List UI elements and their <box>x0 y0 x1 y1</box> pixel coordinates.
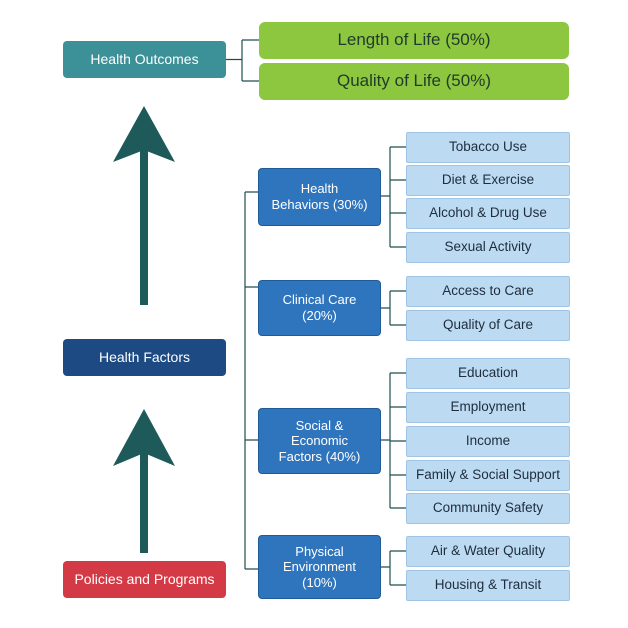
leaf-box: Family & Social Support <box>406 460 570 491</box>
category-label: Physical Environment (10%) <box>283 543 356 590</box>
category-label: Social & Economic Factors (40%) <box>278 417 361 464</box>
leaf-label: Family & Social Support <box>415 467 561 483</box>
clinical-care-box: Clinical Care (20%) <box>258 280 381 336</box>
leaf-box: Quality of Care <box>406 310 570 341</box>
social-connector <box>381 372 406 509</box>
environment-connector <box>381 550 406 586</box>
leaf-box: Alcohol & Drug Use <box>406 198 570 229</box>
up-arrow-icon <box>113 409 175 553</box>
leaf-label: Diet & Exercise <box>441 172 535 188</box>
policies-programs-label: Policies and Programs <box>74 571 215 588</box>
behaviors-connector <box>381 146 406 248</box>
health-outcomes-box: Health Outcomes <box>63 41 226 78</box>
health-factors-label: Health Factors <box>98 349 191 366</box>
physical-environment-box: Physical Environment (10%) <box>258 535 381 599</box>
leaf-label: Access to Care <box>442 283 534 299</box>
leaf-box: Housing & Transit <box>406 570 570 601</box>
outcomes-connector <box>226 39 259 82</box>
leaf-label: Tobacco Use <box>448 139 528 155</box>
leaf-box: Access to Care <box>406 276 570 307</box>
health-outcomes-label: Health Outcomes <box>90 51 199 68</box>
health-behaviors-box: Health Behaviors (30%) <box>258 168 381 226</box>
leaf-box: Income <box>406 426 570 457</box>
leaf-box: Education <box>406 358 570 389</box>
leaf-box: Air & Water Quality <box>406 536 570 567</box>
policies-programs-box: Policies and Programs <box>63 561 226 598</box>
leaf-box: Employment <box>406 392 570 423</box>
leaf-box: Diet & Exercise <box>406 165 570 196</box>
leaf-box: Sexual Activity <box>406 232 570 263</box>
leaf-label: Income <box>465 433 511 449</box>
leaf-label: Housing & Transit <box>434 577 542 593</box>
leaf-box: Tobacco Use <box>406 132 570 163</box>
factors-spine <box>244 191 258 570</box>
social-economic-box: Social & Economic Factors (40%) <box>258 408 381 474</box>
leaf-label: Air & Water Quality <box>430 543 546 559</box>
leaf-label: Quality of Care <box>442 317 534 333</box>
leaf-label: Community Safety <box>432 500 544 516</box>
category-label: Clinical Care (20%) <box>282 292 357 323</box>
category-label: Health Behaviors (30%) <box>271 181 368 212</box>
quality-of-life-box: Quality of Life (50%) <box>259 63 569 100</box>
outcome-label: Length of Life (50%) <box>337 30 491 50</box>
up-arrow-icon <box>113 106 175 305</box>
clinical-connector <box>381 290 406 326</box>
leaf-label: Alcohol & Drug Use <box>429 205 547 221</box>
leaf-label: Education <box>457 365 519 381</box>
leaf-box: Community Safety <box>406 493 570 524</box>
length-of-life-box: Length of Life (50%) <box>259 22 569 59</box>
outcome-label: Quality of Life (50%) <box>336 71 491 91</box>
leaf-label: Sexual Activity <box>444 239 532 255</box>
leaf-label: Employment <box>450 399 526 415</box>
health-factors-box: Health Factors <box>63 339 226 376</box>
